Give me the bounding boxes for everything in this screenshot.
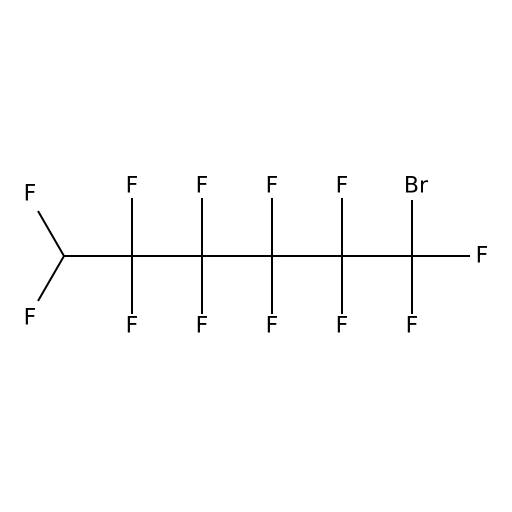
atom-labels: F F F F F F F F F F Br F F <box>24 174 489 339</box>
atom-label-f4: F <box>126 314 139 339</box>
atom-label-f13: F <box>476 244 489 269</box>
atom-label-f7: F <box>266 174 279 199</box>
atom-label-f8: F <box>266 314 279 339</box>
atom-label-f10: F <box>336 314 349 339</box>
atom-label-f6: F <box>196 314 209 339</box>
bond-c1-f2 <box>37 255 65 302</box>
atom-label-f3: F <box>126 174 139 199</box>
atom-label-f2: F <box>24 306 37 331</box>
atom-label-f5: F <box>196 174 209 199</box>
bond-c1-f1 <box>37 210 65 257</box>
atom-label-f1: F <box>24 182 37 207</box>
atom-label-br: Br <box>404 174 429 199</box>
atom-label-f12: F <box>406 314 419 339</box>
atom-label-f9: F <box>336 174 349 199</box>
bonds <box>37 198 470 314</box>
